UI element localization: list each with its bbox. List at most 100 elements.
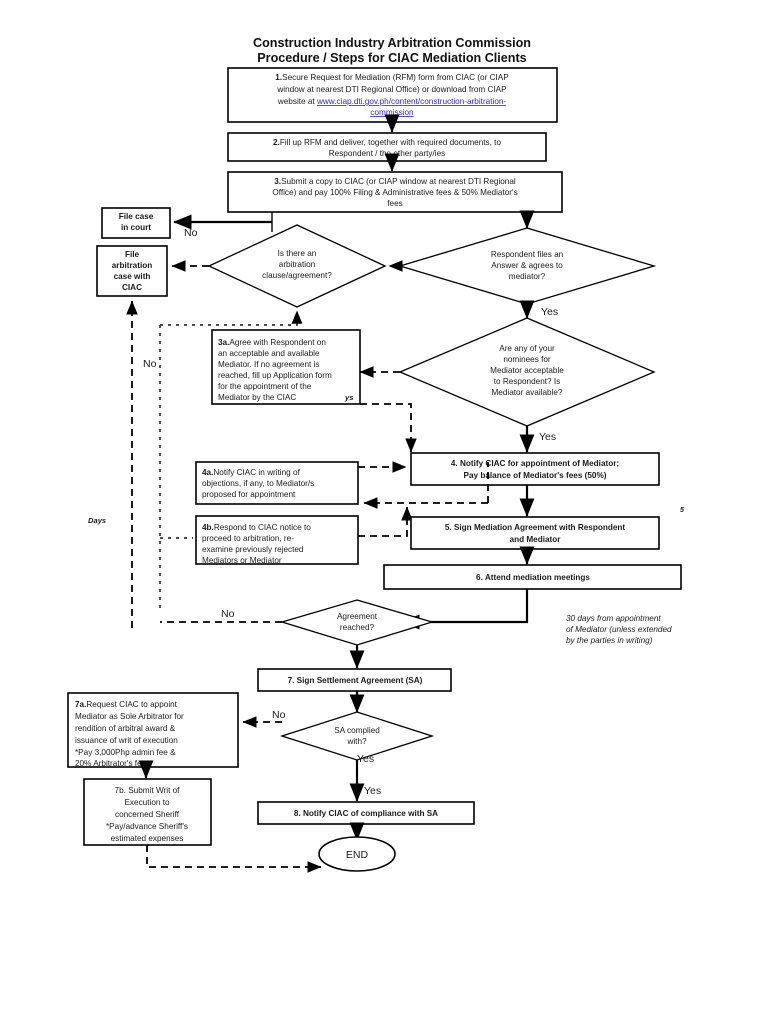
file-case-court-line-2: in court <box>121 223 151 232</box>
node-step-7b: 7b. Submit Writ of Execution to concerne… <box>83 778 212 846</box>
step-7b-line-3: concerned Sheriff <box>115 810 180 819</box>
label-no-agreement: No <box>221 608 235 620</box>
node-step-6: 6. Attend mediation meetings <box>383 564 682 590</box>
step-3a-box <box>211 329 361 405</box>
label-days-mid: ys <box>344 393 353 402</box>
nominees-line-5: Mediator available? <box>491 388 562 397</box>
step-5-line-1: 5. Sign Mediation Agreement with Respond… <box>445 523 626 532</box>
label-yes-sa-lower: Yes <box>364 785 381 797</box>
agreement-line-2: reached? <box>340 623 375 632</box>
node-step-2: 2.Fill up RFM and deliver, together with… <box>227 132 547 162</box>
file-arb-line-1: File <box>125 250 140 259</box>
node-step-8: 8. Notify CIAC of compliance with SA <box>257 801 475 825</box>
nominees-line-4: to Respondent? Is <box>494 377 560 386</box>
label-no-left-loop: No <box>143 358 157 370</box>
step-3a-line-3: Mediator. If no agreement is <box>218 360 320 369</box>
node-step-7: 7. Sign Settlement Agreement (SA) <box>257 668 452 692</box>
sa-line-1: SA complied <box>334 726 380 735</box>
file-case-court-box <box>101 207 171 239</box>
file-arb-line-4: CIAC <box>122 283 142 292</box>
file-case-court-line-1: File case <box>119 212 154 221</box>
step-4b-line-4: Mediators or Mediator <box>202 556 282 565</box>
respondent-line-1: Respondent files an <box>491 250 564 259</box>
edge-3a-to-step4 <box>360 403 417 453</box>
step-7a-line-1: 7a.Request CIAC to appoint <box>75 700 178 709</box>
step-7b-line-2: Execution to <box>124 798 170 807</box>
step-4a-line-1: 4a.Notify CIAC in writing of <box>202 468 301 477</box>
arbitration-clause-diamond <box>207 224 387 308</box>
step-3a-line-5: for the appointment of the <box>218 382 312 391</box>
step-2-line-1: 2.Fill up RFM and deliver, together with… <box>273 138 501 147</box>
step-3a-line-1: 3a.Agree with Respondent on <box>218 338 326 347</box>
step-2-line-2: Respondent / the other party/ies <box>329 149 446 158</box>
ciap-website-link[interactable]: www.ciap.dti.gov.ph/content/construction… <box>316 97 506 106</box>
respondent-line-2: Answer & agrees to <box>491 261 563 270</box>
decision-respondent-answer: Respondent files an Answer & agrees to m… <box>397 227 657 305</box>
label-yes-nominees: Yes <box>539 431 556 443</box>
arb-clause-line-1: Is there an <box>278 249 317 258</box>
step-3a-line-2: an acceptable and available <box>218 349 320 358</box>
step-7-line-1: 7. Sign Settlement Agreement (SA) <box>288 676 423 685</box>
nominees-line-2: nominees for <box>503 355 551 364</box>
step-5-box <box>410 516 660 550</box>
step-6-box <box>383 564 682 590</box>
sa-line-2: with? <box>346 737 367 746</box>
step-7b-line-4: *Pay/advance Sheriff's <box>106 822 188 831</box>
step-7a-line-4: issuance of writ of execution <box>75 736 178 745</box>
step-3-line-2: Office) and pay 100% Filing & Administra… <box>272 188 517 197</box>
node-end: END <box>318 836 396 872</box>
step-7a-box <box>67 692 239 768</box>
node-step-3a: 3a.Agree with Respondent on an acceptabl… <box>211 329 361 405</box>
step-7-box <box>257 668 452 692</box>
step-5-line-2: and Mediator <box>510 535 562 544</box>
step-4b-line-1: 4b.Respond to CIAC notice to <box>202 523 311 532</box>
step-4b-line-3: examine previously rejected <box>202 545 304 554</box>
node-step-4b: 4b.Respond to CIAC notice to proceed to … <box>195 515 359 565</box>
respondent-line-3: mediator? <box>509 272 546 281</box>
decision-arbitration-clause: Is there an arbitration clause/agreement… <box>207 224 387 308</box>
label-yes-sa-upper: Yes <box>357 753 374 765</box>
step-3-line-1: 3.Submit a copy to CIAC (or CIAP window … <box>274 177 516 186</box>
marker-five: 5 <box>680 507 684 514</box>
label-no-sa: No <box>272 709 286 721</box>
step-7b-line-1: 7b. Submit Writ of <box>115 786 181 795</box>
nominees-line-3: Mediator acceptable <box>490 366 564 375</box>
step-4-line-1: 4. Notify CIAC for appointment of Mediat… <box>451 459 619 468</box>
step-8-box <box>257 801 475 825</box>
node-file-arbitration-case: File arbitration case with CIAC <box>96 245 168 297</box>
node-step-3: 3.Submit a copy to CIAC (or CIAP window … <box>227 171 563 213</box>
label-days-left: Days <box>88 516 106 525</box>
edge-step6-to-agreement <box>401 589 529 630</box>
node-file-case-in-court: File case in court <box>101 207 171 239</box>
step-1-box <box>227 67 558 123</box>
edge-7b-to-end <box>146 845 322 873</box>
decision-agreement-reached: Agreement reached? <box>279 599 435 646</box>
arb-clause-line-3: clause/agreement? <box>262 271 332 280</box>
file-arb-line-2: arbitration <box>112 261 153 270</box>
step-4a-box <box>195 461 359 505</box>
node-step-1: 1.Secure Request for Mediation (RFM) for… <box>227 67 558 123</box>
step-1-line-2: window at nearest DTI Regional Office) o… <box>276 85 507 94</box>
step-4-box <box>410 452 660 486</box>
edge-4b-riser <box>358 506 413 537</box>
end-label: END <box>346 849 369 861</box>
nominees-line-1: Are any of your <box>499 344 555 353</box>
ciap-website-link-cont[interactable]: commission <box>370 108 414 117</box>
step-7b-box <box>83 778 212 846</box>
step-4a-line-2: objections, if any, to Mediator/s <box>202 479 314 488</box>
step-4a-line-3: proposed for appointment <box>202 490 296 499</box>
arb-clause-line-2: arbitration <box>279 260 316 269</box>
end-ellipse <box>318 836 396 872</box>
page-title: Construction Industry Arbitration Commis… <box>253 36 531 65</box>
node-step-7a: 7a.Request CIAC to appoint Mediator as S… <box>67 692 239 768</box>
step-8-line-1: 8. Notify CIAC of compliance with SA <box>294 809 438 818</box>
node-step-4a: 4a.Notify CIAC in writing of objections,… <box>195 461 359 505</box>
note-line-3: by the parties in writing) <box>566 636 653 645</box>
note-mediation-period: 30 days from appointment of Mediator (un… <box>566 614 672 645</box>
step-7a-line-5: *Pay 3,000Php admin fee & <box>75 748 176 757</box>
step-1-line-1: 1.Secure Request for Mediation (RFM) for… <box>275 73 509 82</box>
step-3a-line-4: reached, fill up Application form <box>218 371 332 380</box>
title-line-1: Construction Industry Arbitration Commis… <box>253 36 531 50</box>
step-1-line-3: website at www.ciap.dti.gov.ph/content/c… <box>277 97 507 106</box>
